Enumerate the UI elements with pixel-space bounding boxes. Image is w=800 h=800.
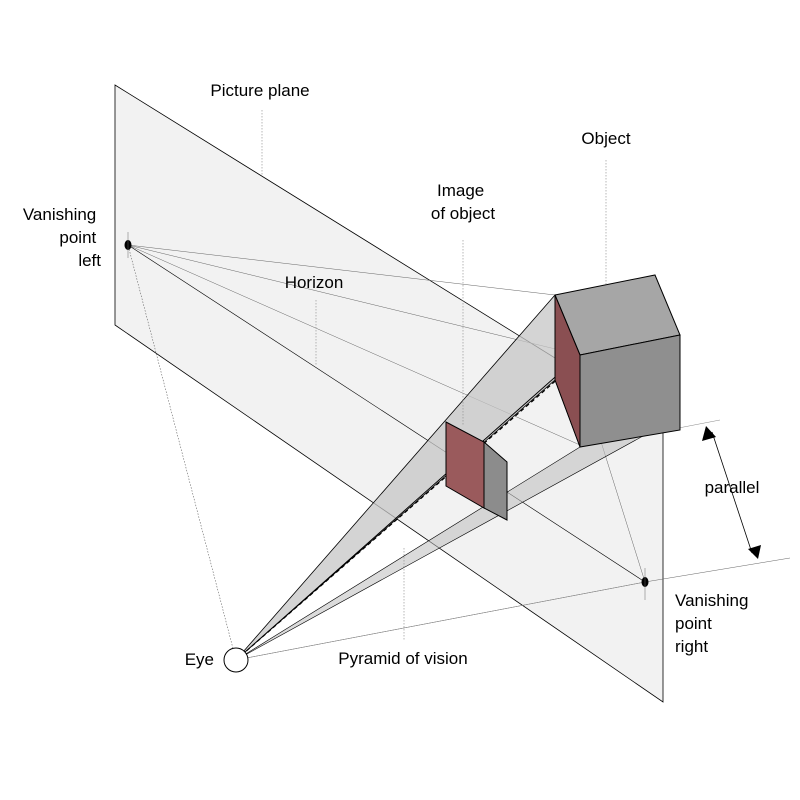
vanishing-point-right-label: Vanishing point right (675, 591, 753, 656)
object-cube (554, 274, 681, 448)
horizon-label: Horizon (285, 273, 344, 292)
parallel-label: parallel (705, 478, 760, 497)
object-front-face (579, 334, 681, 448)
eye-to-left-vp (127, 244, 237, 661)
image-right-face (483, 440, 508, 521)
pyramid-of-vision-label: Pyramid of vision (338, 649, 467, 668)
eye-label: Eye (185, 650, 214, 669)
eye-to-right-vp (235, 581, 646, 661)
picture-plane (114, 84, 664, 703)
parallel-arrow (702, 426, 761, 559)
horizon-line (127, 244, 646, 583)
picture-plane-label: Picture plane (210, 81, 309, 100)
object-label: Object (581, 129, 630, 148)
object-section-face (554, 294, 581, 448)
eye-circle (223, 647, 249, 673)
central-ray (235, 369, 569, 661)
image-of-object-label: Image of object (431, 181, 496, 223)
vanishing-point-left-label: Vanishing point left (23, 205, 101, 270)
image-of-object (445, 421, 508, 521)
leader-lines (261, 110, 607, 640)
